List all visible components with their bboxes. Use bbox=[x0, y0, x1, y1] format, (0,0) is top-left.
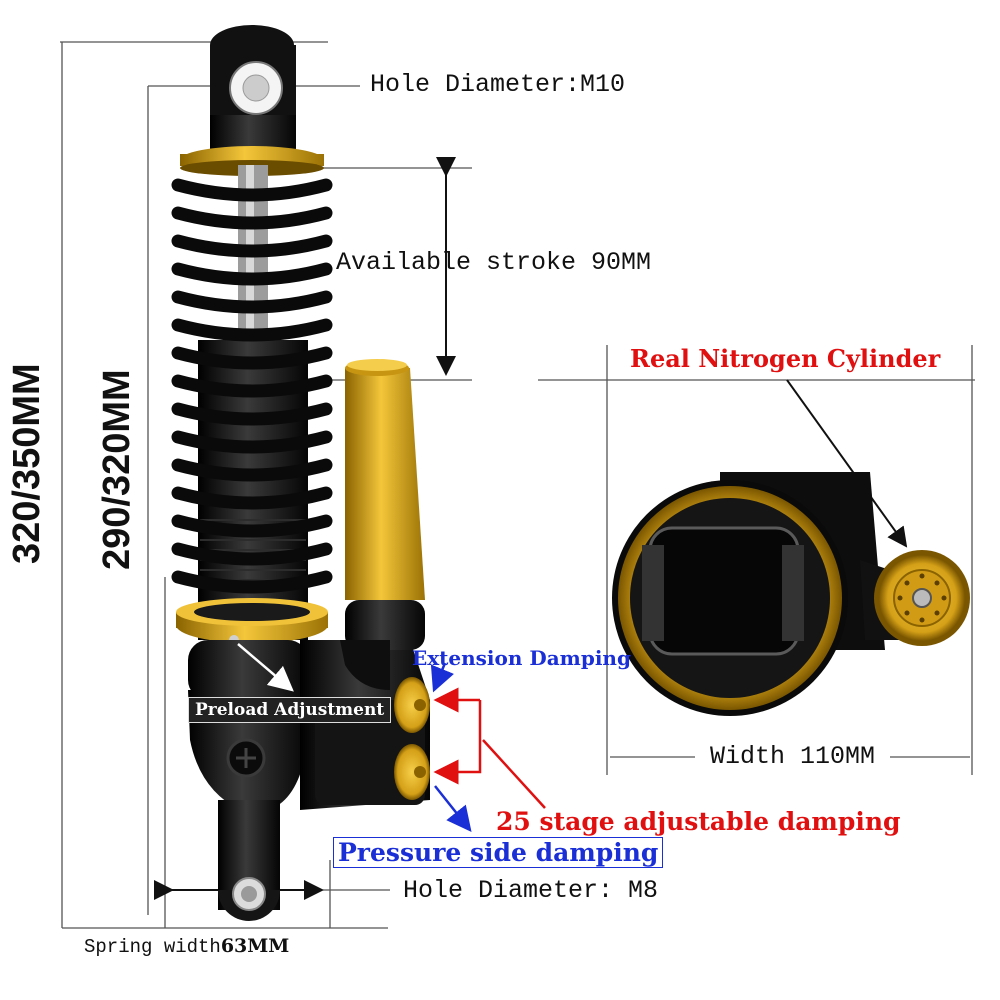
hole-diameter-bottom-label: Hole Diameter: M8 bbox=[403, 876, 659, 905]
spring-width-label: Spring width63MM bbox=[84, 935, 289, 958]
width-label: Width 110MM bbox=[710, 742, 876, 771]
spring-coil bbox=[171, 458, 333, 482]
nitrogen-detail bbox=[612, 472, 970, 716]
nitrogen-cylinder-label: Real Nitrogen Cylinder bbox=[630, 344, 941, 373]
adjustable-damping-label: 25 stage adjustable damping bbox=[496, 807, 901, 836]
pressure-side-damping-label: Pressure side damping bbox=[333, 837, 664, 868]
spring-coil bbox=[171, 542, 333, 566]
spring-coil bbox=[171, 514, 333, 538]
spring-coil bbox=[171, 486, 333, 510]
hole-diameter-top-label: Hole Diameter:M10 bbox=[370, 70, 626, 99]
spring-coil bbox=[171, 402, 333, 426]
detail-dimension-lines bbox=[538, 345, 975, 775]
pressure-pointer bbox=[434, 785, 472, 832]
spring-coil bbox=[171, 570, 333, 594]
spring-coil bbox=[171, 262, 333, 286]
spring-coil bbox=[171, 178, 333, 202]
eye-to-eye-length-label: 290/320MM bbox=[96, 369, 138, 570]
spring-coil bbox=[171, 430, 333, 454]
spring-coil bbox=[171, 206, 333, 230]
dimension-lines bbox=[60, 41, 472, 929]
spring-width-prefix: Spring width bbox=[84, 936, 221, 958]
adjustable-pointers bbox=[433, 687, 546, 809]
available-stroke-label: Available stroke 90MM bbox=[336, 248, 652, 277]
spring-coil bbox=[171, 290, 333, 314]
total-length-label: 320/350MM bbox=[6, 363, 48, 564]
spring-coil bbox=[171, 318, 333, 342]
shock-absorber bbox=[171, 25, 430, 921]
extension-pointer bbox=[430, 662, 455, 693]
spring-coil bbox=[171, 346, 333, 370]
extension-damping-label: Extension Damping bbox=[412, 646, 631, 670]
preload-pointer bbox=[237, 643, 294, 692]
spring-coil bbox=[171, 374, 333, 398]
spring-coil bbox=[171, 234, 333, 258]
nitrogen-pointer bbox=[786, 379, 908, 548]
preload-adjustment-label: Preload Adjustment bbox=[188, 697, 392, 723]
spring-width-value: 63MM bbox=[220, 935, 290, 957]
